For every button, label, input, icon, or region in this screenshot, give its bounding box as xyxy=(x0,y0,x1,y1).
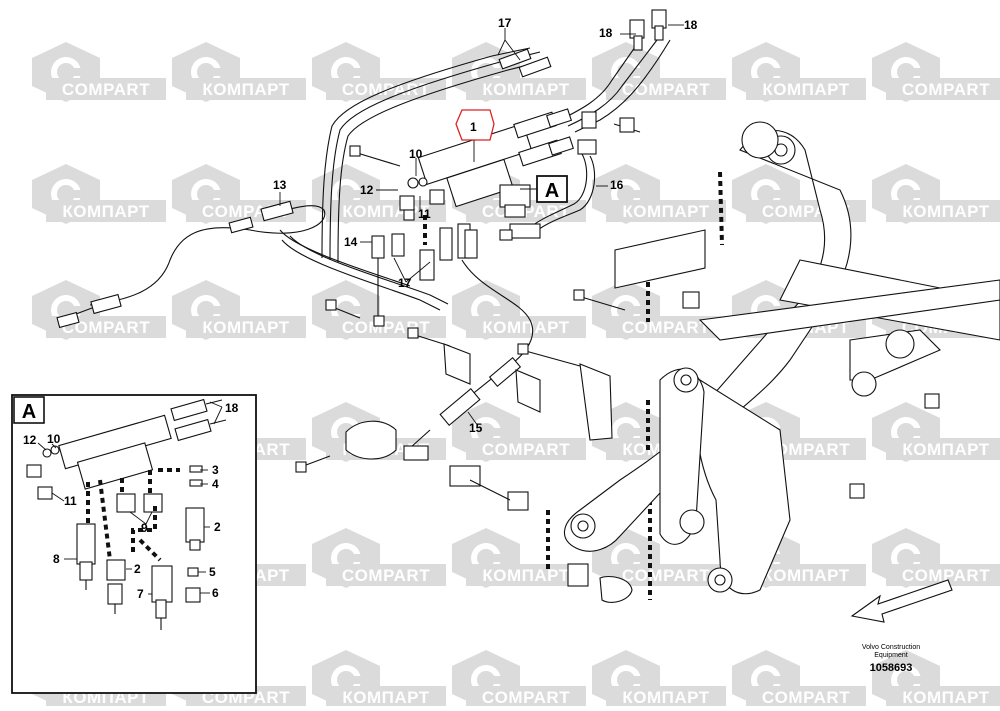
watermark-text: COMPART xyxy=(622,80,710,99)
detail-label-4: 4 xyxy=(212,477,219,491)
watermark-logo-icon xyxy=(452,402,586,462)
watermark-logo-icon xyxy=(312,528,446,588)
watermark-text: КОМПАРТ xyxy=(342,202,429,221)
watermark-logo-icon xyxy=(872,42,1000,102)
detail-label-9: 9 xyxy=(141,521,148,535)
watermark-text: КОМПАРТ xyxy=(202,80,289,99)
detail-label-11: 11 xyxy=(64,494,77,508)
watermark-logo-icon xyxy=(732,42,866,102)
callout-13: 13 xyxy=(273,178,287,192)
watermark-text: КОМПАРТ xyxy=(482,566,569,585)
watermark-logo-icon xyxy=(32,42,166,102)
watermark-text: COMPART xyxy=(902,566,990,585)
callout-18-b: 18 xyxy=(684,18,698,32)
detail-label-2-left: 2 xyxy=(134,562,141,576)
item-1-highlight xyxy=(455,109,495,141)
drawing-footer: Volvo Construction Equipment 1058693 xyxy=(862,644,920,674)
detail-label-8: 8 xyxy=(53,552,60,566)
watermark-logo-icon xyxy=(592,528,726,588)
watermark-logo-icon xyxy=(172,42,306,102)
watermark-text: COMPART xyxy=(62,80,150,99)
watermark-text: КОМПАРТ xyxy=(202,318,289,337)
detail-title: A xyxy=(22,401,36,423)
callout-17-mid: 17 xyxy=(398,276,412,290)
watermark-logo-icon xyxy=(452,650,586,710)
detail-label-3: 3 xyxy=(212,463,219,477)
detail-label-6: 6 xyxy=(212,586,219,600)
watermark-text: COMPART xyxy=(902,80,990,99)
watermark-logo-icon xyxy=(32,164,166,224)
watermark-text: COMPART xyxy=(342,80,430,99)
detail-label-5: 5 xyxy=(209,565,216,579)
watermark-logo-icon xyxy=(592,164,726,224)
callout-18-a: 18 xyxy=(599,26,613,40)
footer-line-2: Equipment xyxy=(874,652,908,659)
watermark-text: COMPART xyxy=(482,440,570,459)
watermark-logo-icon xyxy=(592,42,726,102)
callout-leaders xyxy=(279,24,684,427)
watermark-logo-icon xyxy=(452,42,586,102)
detail-label-18: 18 xyxy=(225,401,239,415)
watermark-logo-icon xyxy=(872,528,1000,588)
detail-a-panel: A xyxy=(11,394,257,694)
watermark-text: КОМПАРТ xyxy=(482,80,569,99)
watermark-text: COMPART xyxy=(622,318,710,337)
watermark-logo-icon xyxy=(592,280,726,340)
watermark-logo-icon xyxy=(452,164,586,224)
watermark-logo-icon xyxy=(732,650,866,710)
loader-arm xyxy=(563,121,1000,595)
watermark-logo-icon xyxy=(872,650,1000,710)
detail-label-2-right: 2 xyxy=(214,520,221,534)
callout-16: 16 xyxy=(610,178,624,192)
watermark-logo-icon xyxy=(872,164,1000,224)
detail-label-10: 10 xyxy=(47,432,61,446)
detail-label-12: 12 xyxy=(23,433,37,447)
watermark-text: COMPART xyxy=(762,440,850,459)
watermark-text: COMPART xyxy=(482,688,570,706)
watermark-logo-icon xyxy=(312,164,446,224)
watermark-text: COMPART xyxy=(342,566,430,585)
callout-15: 15 xyxy=(469,421,483,435)
direction-arrow-icon xyxy=(850,579,953,623)
watermark-logo-icon xyxy=(872,402,1000,462)
watermark-text: COMPART xyxy=(62,318,150,337)
callout-14: 14 xyxy=(344,235,358,249)
view-marker-a: A xyxy=(520,175,568,203)
watermark-text: КОМПАРТ xyxy=(622,688,709,706)
watermark-text: КОМПАРТ xyxy=(762,566,849,585)
watermark-text: КОМПАРТ xyxy=(342,688,429,706)
callout-1: 1 xyxy=(470,120,477,134)
watermark-text: КОМПАРТ xyxy=(622,202,709,221)
watermark-text: КОМПАРТ xyxy=(902,202,989,221)
callout-17-top: 17 xyxy=(498,16,512,30)
watermark-text: КОМПАРТ xyxy=(62,202,149,221)
watermark-logo-icon xyxy=(172,280,306,340)
watermark-text: КОМПАРТ xyxy=(762,80,849,99)
watermark-text: КОМПАРТ xyxy=(482,318,569,337)
watermark-text: КОМПАРТ xyxy=(902,440,989,459)
watermark-logo-icon xyxy=(732,528,866,588)
watermark-logo-icon xyxy=(452,280,586,340)
drawing-number: 1058693 xyxy=(870,662,913,674)
callout-12: 12 xyxy=(360,183,374,197)
watermark-text: COMPART xyxy=(762,688,850,706)
watermark-logo-icon xyxy=(452,528,586,588)
watermark-text: COMPART xyxy=(622,566,710,585)
detail-label-7: 7 xyxy=(137,587,144,601)
watermark-logo-icon xyxy=(312,650,446,710)
view-marker-label: A xyxy=(545,180,559,202)
watermark-logo-icon xyxy=(592,650,726,710)
callout-10: 10 xyxy=(409,147,423,161)
main-assembly xyxy=(56,9,1000,623)
watermark-text: КОМПАРТ xyxy=(902,688,989,706)
footer-line-1: Volvo Construction xyxy=(862,644,920,651)
watermark-logo-icon xyxy=(312,42,446,102)
callout-11: 11 xyxy=(418,207,431,221)
callout-labels: 17 18 18 1 10 12 11 13 14 17 16 15 xyxy=(273,16,698,435)
